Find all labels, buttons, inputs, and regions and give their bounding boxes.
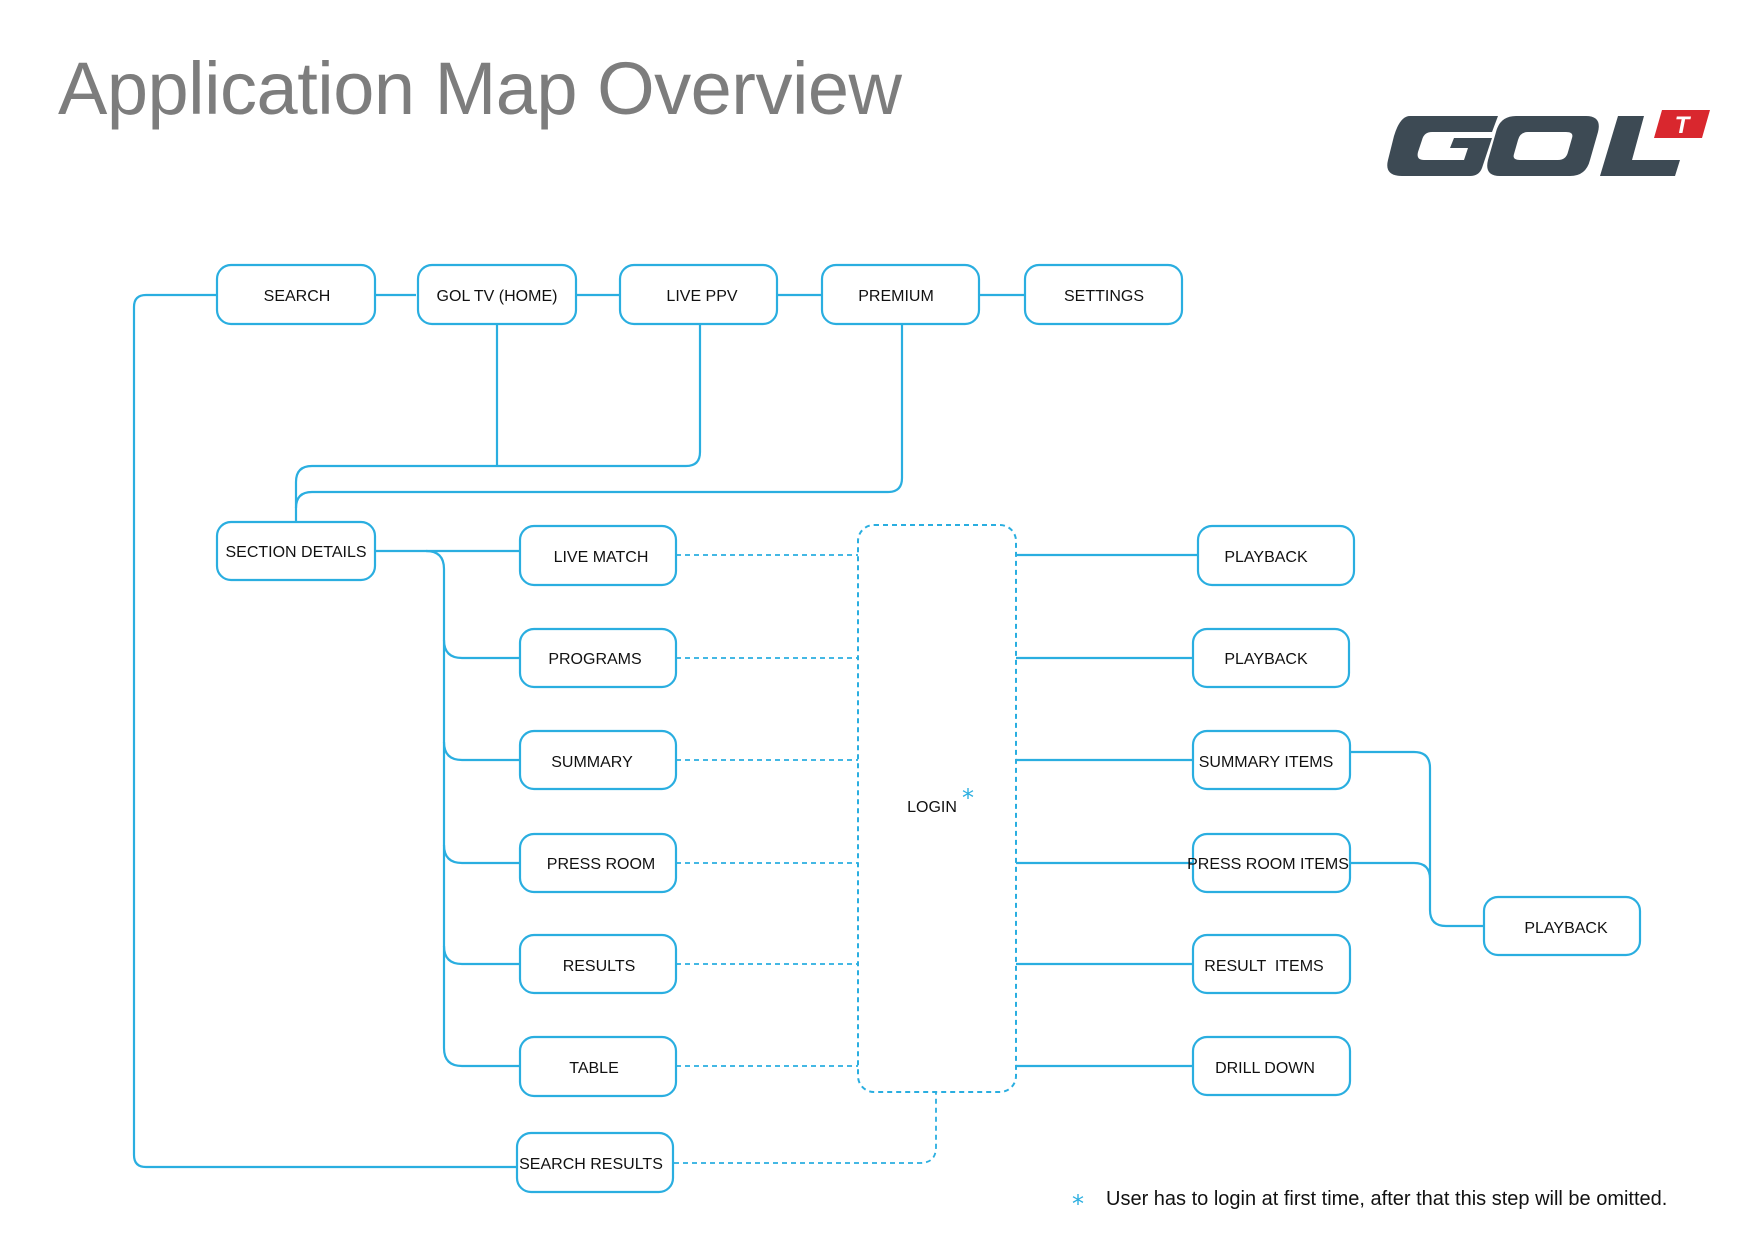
node-section-details-label: SECTION DETAILS xyxy=(225,544,366,561)
connectors xyxy=(132,293,1484,1169)
gol-badge-letter: T xyxy=(1675,112,1692,139)
footnote-text: User has to login at first time, after t… xyxy=(1106,1188,1667,1210)
page-title: Application Map Overview xyxy=(58,47,902,130)
node-drill-down-label: DRILL DOWN xyxy=(1215,1060,1315,1077)
node-home[interactable]: GOL TV (HOME) xyxy=(416,263,578,326)
node-playback-live-label: PLAYBACK xyxy=(1224,549,1308,566)
node-section-details[interactable]: SECTION DETAILS xyxy=(215,520,377,582)
node-programs[interactable]: PROGRAMS xyxy=(518,627,678,689)
connector-to-results xyxy=(442,945,520,966)
node-table[interactable]: TABLE xyxy=(518,1035,678,1098)
connector-items-to-playback xyxy=(1350,750,1484,928)
node-drill-down[interactable]: DRILL DOWN xyxy=(1191,1035,1352,1097)
node-live-ppv[interactable]: LIVE PPV xyxy=(618,263,779,326)
node-programs-label: PROGRAMS xyxy=(548,651,641,668)
connector-live-ppv-to-section-details xyxy=(294,325,702,522)
node-premium[interactable]: PREMIUM xyxy=(820,263,981,326)
node-playback-items-label: PLAYBACK xyxy=(1524,920,1608,937)
connector-to-press-room xyxy=(442,844,520,865)
node-search[interactable]: SEARCH xyxy=(215,263,377,326)
node-results[interactable]: RESULTS xyxy=(518,933,678,995)
login-connectors xyxy=(674,554,937,1164)
node-playback-programs[interactable]: PLAYBACK xyxy=(1191,627,1351,689)
node-press-room-items[interactable]: PRESS ROOM ITEMS xyxy=(1187,832,1352,894)
node-live-ppv-label: LIVE PPV xyxy=(666,288,737,305)
login-label: LOGIN xyxy=(907,799,957,816)
node-result-items[interactable]: RESULT ITEMS xyxy=(1191,933,1352,995)
footnote: * User has to login at first time, after… xyxy=(1072,1188,1667,1218)
node-search-results-label: SEARCH RESULTS xyxy=(519,1156,663,1173)
node-settings[interactable]: SETTINGS xyxy=(1023,263,1184,326)
login-asterisk: * xyxy=(962,784,974,812)
gol-wordmark xyxy=(1387,116,1680,176)
node-home-label: GOL TV (HOME) xyxy=(437,288,558,305)
node-premium-label: PREMIUM xyxy=(858,288,934,305)
node-summary-label: SUMMARY xyxy=(551,754,633,771)
connector-search-to-search-results xyxy=(132,293,516,1169)
node-summary-items-label: SUMMARY ITEMS xyxy=(1199,754,1334,771)
node-playback-live[interactable]: PLAYBACK xyxy=(1196,524,1356,587)
footnote-asterisk: * xyxy=(1072,1190,1084,1218)
node-result-items-label: RESULT ITEMS xyxy=(1204,958,1323,975)
node-table-label: TABLE xyxy=(569,1060,619,1077)
node-settings-label: SETTINGS xyxy=(1064,288,1144,305)
node-press-room-label: PRESS ROOM xyxy=(547,856,655,873)
node-summary-items[interactable]: SUMMARY ITEMS xyxy=(1191,729,1352,791)
node-playback-items[interactable]: PLAYBACK xyxy=(1482,895,1642,957)
connector-to-summary xyxy=(442,741,520,762)
gol-tv-logo: T xyxy=(1387,110,1710,176)
connector-section-details-branch xyxy=(425,549,520,1068)
node-playback-programs-label: PLAYBACK xyxy=(1224,651,1308,668)
dashed-connector-search-results-to-login xyxy=(674,1092,937,1164)
node-results-label: RESULTS xyxy=(563,958,636,975)
node-press-room[interactable]: PRESS ROOM xyxy=(518,832,678,894)
gol-badge: T xyxy=(1654,110,1710,139)
node-summary[interactable]: SUMMARY xyxy=(518,729,678,791)
connector-premium-to-section-details xyxy=(294,325,904,509)
connector-to-programs xyxy=(442,639,520,660)
node-live-match[interactable]: LIVE MATCH xyxy=(518,524,678,587)
node-live-match-label: LIVE MATCH xyxy=(554,549,649,566)
login-node[interactable]: LOGIN * xyxy=(857,524,1017,1093)
node-search-label: SEARCH xyxy=(264,288,331,305)
node-search-results[interactable]: SEARCH RESULTS xyxy=(515,1131,675,1194)
node-press-room-items-label: PRESS ROOM ITEMS xyxy=(1187,856,1349,873)
connector-login-to-outputs xyxy=(1016,553,1198,1068)
dashed-connector-sections-to-login xyxy=(676,554,858,1067)
